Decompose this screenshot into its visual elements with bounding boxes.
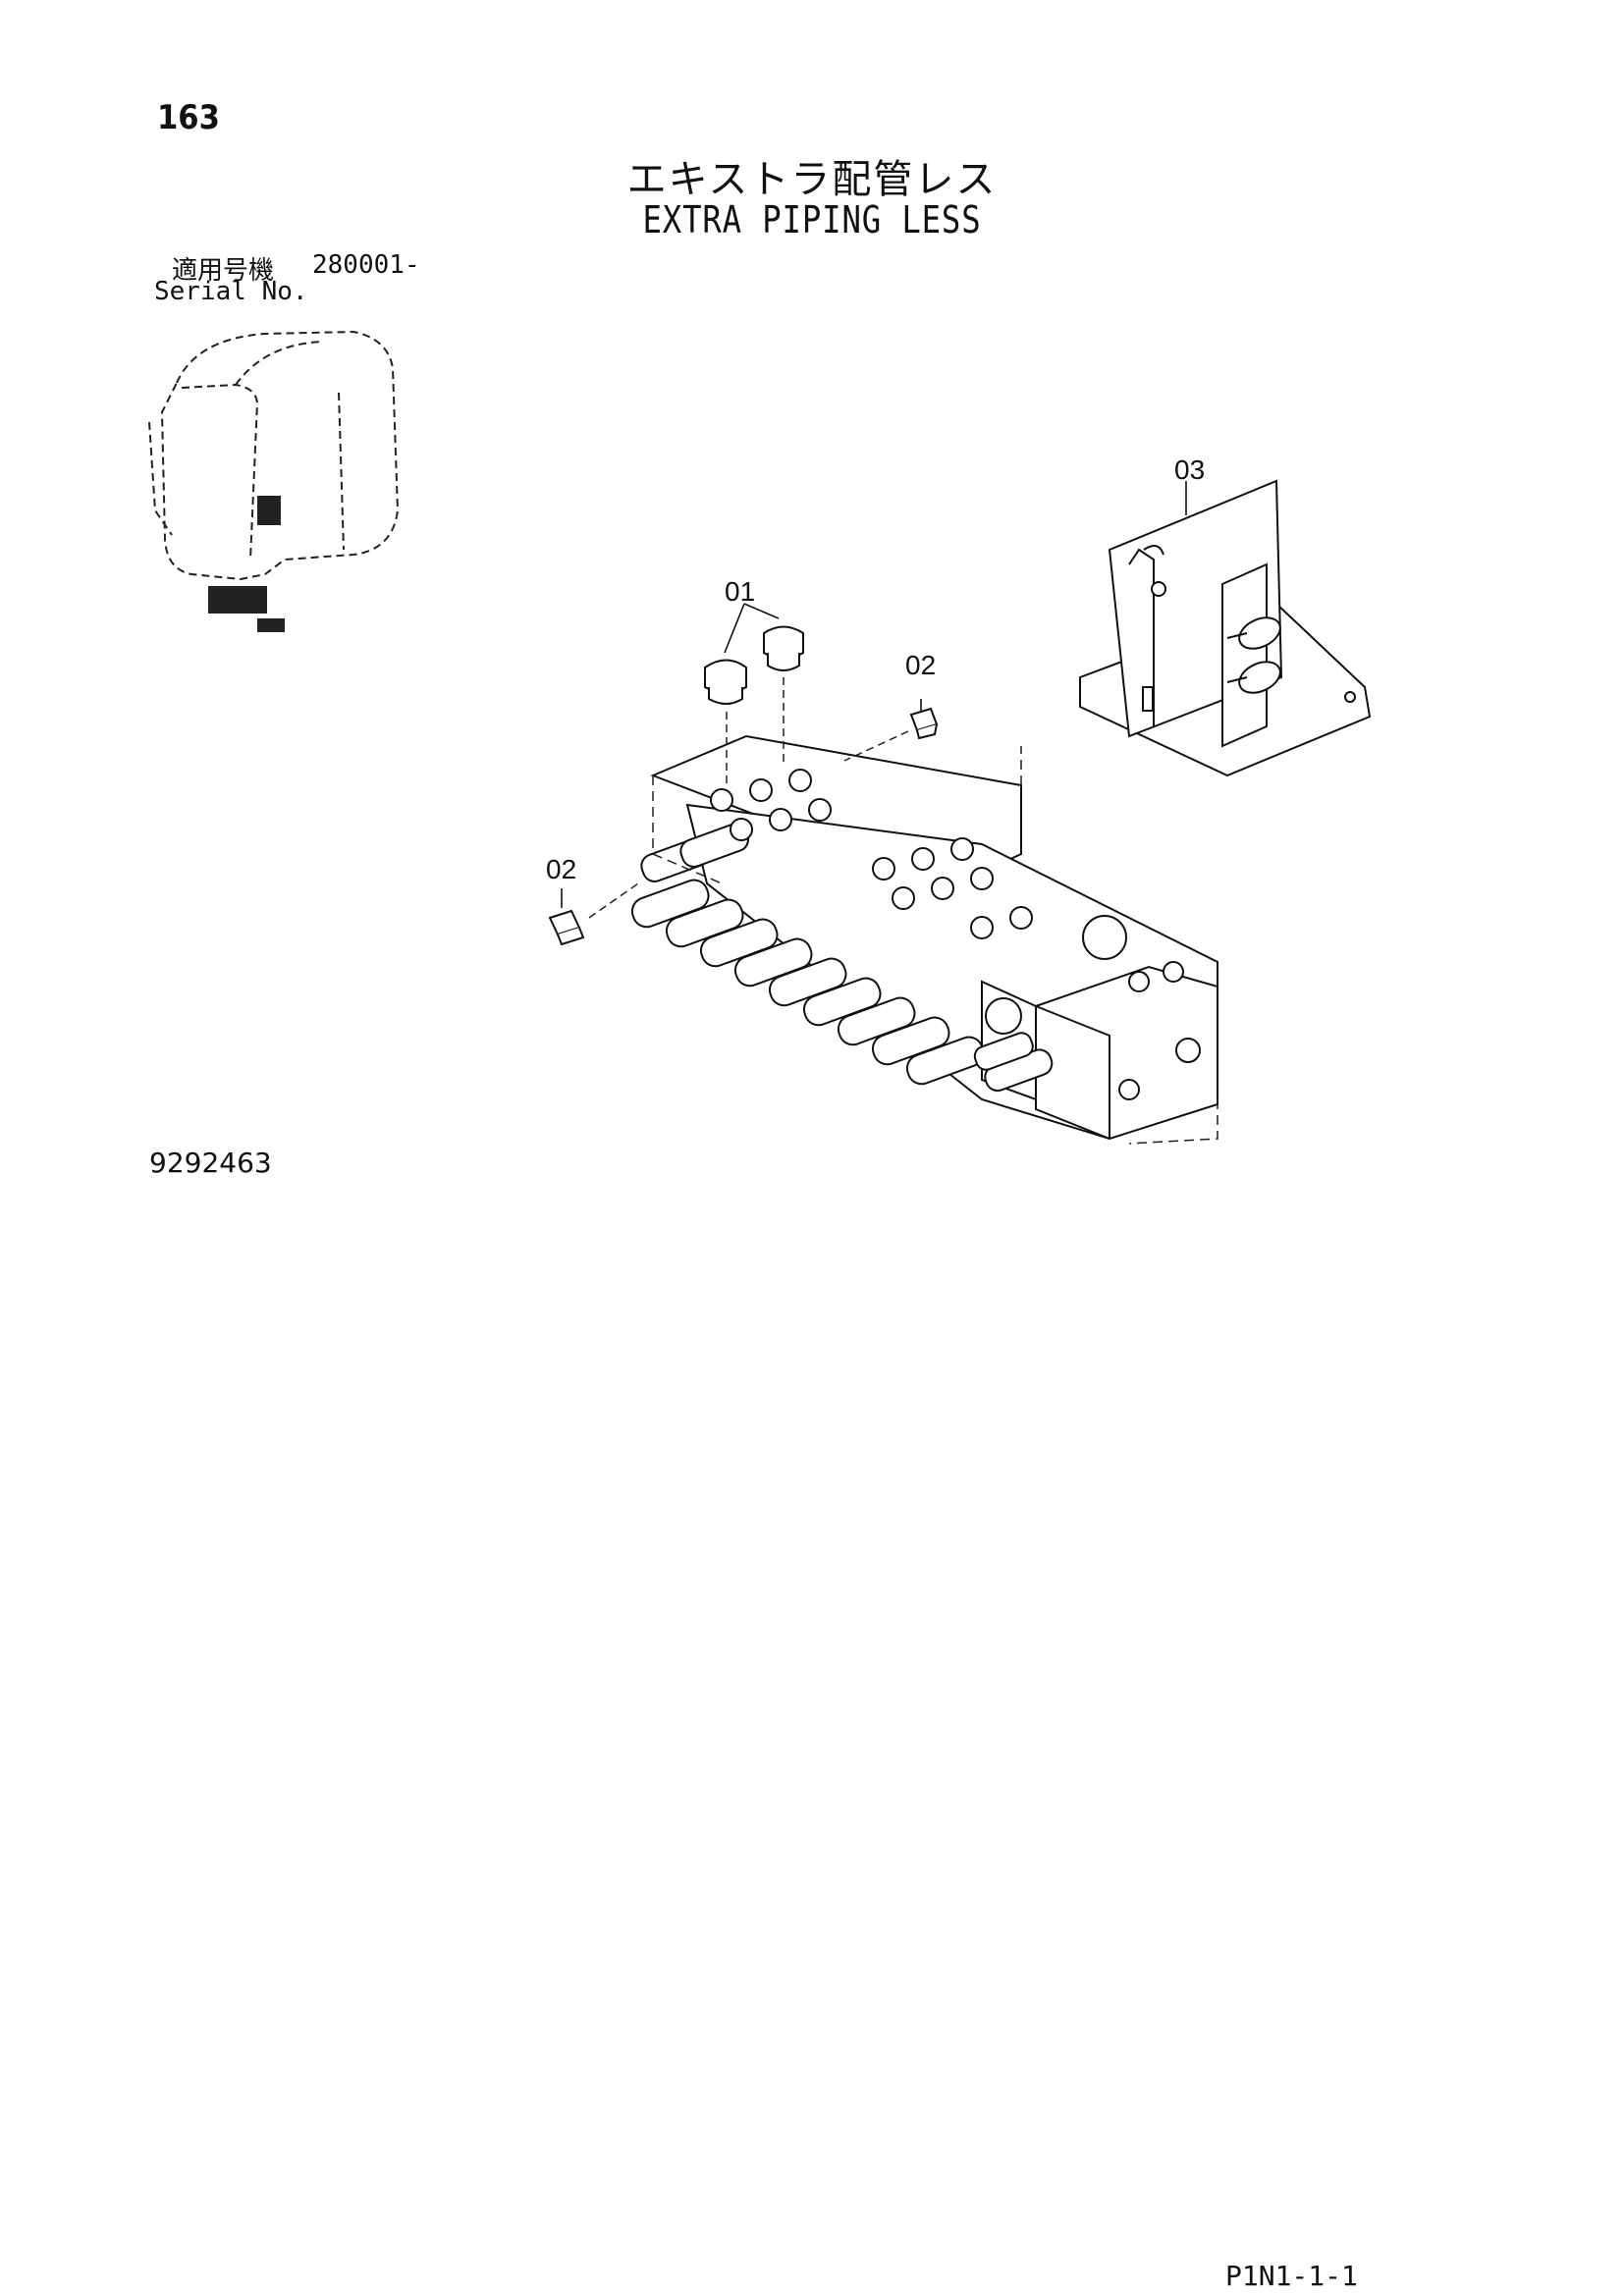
plug-part-02-lower xyxy=(548,909,585,946)
plug-part-01 xyxy=(704,625,804,705)
callout-02-lower: 02 xyxy=(546,854,576,884)
leader-lines xyxy=(561,481,1187,908)
control-valve-drawing xyxy=(630,734,1218,1141)
callout-03: 03 xyxy=(1174,454,1205,485)
page-number: 163 xyxy=(157,98,220,137)
serial-number-range: 280001- xyxy=(312,250,420,280)
valve-hidden-lines xyxy=(652,746,1218,1145)
page-title-japanese: エキストラ配管レス xyxy=(626,157,998,202)
plug-part-02-upper xyxy=(909,707,939,740)
page-code: P1N1-1-1 xyxy=(1225,2260,1358,2292)
page-title-english: EXTRA PIPING LESS xyxy=(642,198,982,241)
callout-02-upper: 02 xyxy=(905,650,936,680)
locator-part-marker xyxy=(208,496,285,632)
machine-locator-thumbnail xyxy=(148,330,400,581)
callout-01: 01 xyxy=(725,576,755,607)
drawing-number: 9292463 xyxy=(149,1147,272,1179)
bracket-part-03 xyxy=(1079,479,1372,777)
serial-label-japanese: 適用号機 xyxy=(172,256,275,286)
serial-label-english: Serial No. xyxy=(154,277,308,306)
hidden-leader-lines xyxy=(588,677,909,919)
